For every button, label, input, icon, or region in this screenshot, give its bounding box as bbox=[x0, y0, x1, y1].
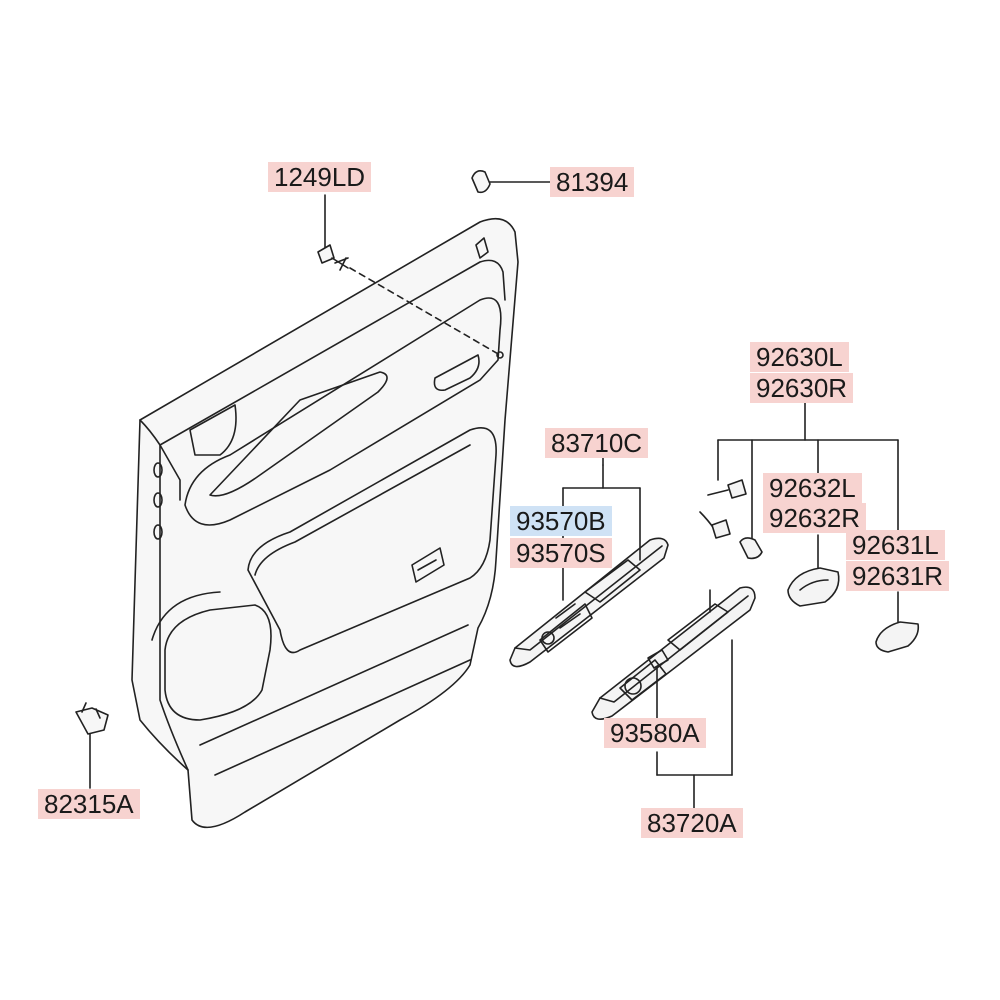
part-label-92631r[interactable]: 92631R bbox=[846, 561, 950, 591]
part-label-81394[interactable]: 81394 bbox=[550, 167, 635, 197]
clip-82315a bbox=[75, 702, 109, 789]
part-label-93570b[interactable]: 93570B bbox=[510, 506, 612, 536]
lamp-assembly-92630 bbox=[699, 399, 920, 653]
part-label-92630r[interactable]: 92630R bbox=[750, 373, 854, 403]
part-label-1249ld[interactable]: 1249LD bbox=[268, 162, 372, 192]
part-label-83710c[interactable]: 83710C bbox=[545, 428, 649, 458]
part-label-83720a[interactable]: 83720A bbox=[641, 808, 743, 838]
part-label-92630l[interactable]: 92630L bbox=[750, 342, 849, 372]
screw-1249ld bbox=[317, 194, 349, 271]
part-label-92631l[interactable]: 92631L bbox=[846, 530, 945, 560]
part-label-82315a[interactable]: 82315A bbox=[38, 789, 140, 819]
part-label-92632l[interactable]: 92632L bbox=[763, 473, 862, 503]
door-trim-panel bbox=[131, 217, 519, 829]
part-label-93570s[interactable]: 93570S bbox=[510, 538, 612, 568]
part-label-92632r[interactable]: 92632R bbox=[763, 503, 867, 533]
power-window-switch-83720a bbox=[591, 586, 756, 809]
clip-81394 bbox=[471, 170, 553, 194]
part-label-93580a[interactable]: 93580A bbox=[604, 718, 706, 748]
